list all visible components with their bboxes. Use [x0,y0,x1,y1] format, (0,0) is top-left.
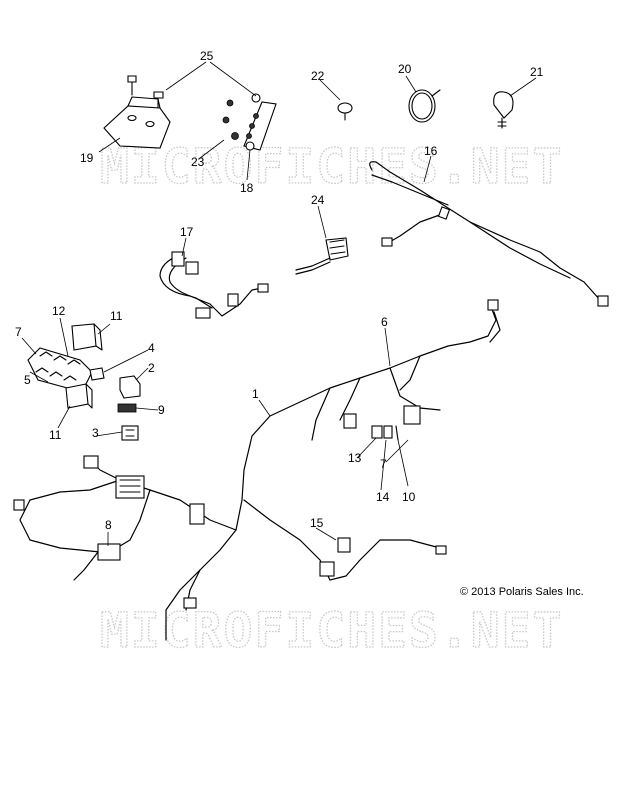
callout-19: 19 [80,151,94,165]
leader-lines [21,61,537,546]
callout-21: 21 [530,65,544,79]
callout-11-bottom: 11 [49,428,62,442]
part-19-bracket [103,96,171,149]
part-24-connector [295,237,349,275]
part-25-bolts [127,75,261,109]
callout-24: 24 [311,193,325,207]
callout-8: 8 [105,518,112,532]
callout-2: 2 [148,361,155,375]
callout-7-right: 7 [380,457,387,471]
part-3-fuse-holder [121,425,139,441]
callout-12: 12 [52,304,66,318]
callout-13: 13 [348,451,362,465]
part-9-fuses [117,403,137,413]
copyright-text: © 2013 Polaris Sales Inc. [460,586,584,598]
part-15-harness [337,537,351,553]
callout-labels: 1 2 3 4 5 6 7 7 8 9 10 11 11 12 13 14 15… [15,49,544,532]
part-13-connector [371,425,383,439]
callout-10: 10 [402,490,416,504]
callout-20: 20 [398,62,412,76]
part-8-connector [73,543,121,581]
part-20-cable-tie [408,89,441,123]
callout-23: 23 [191,155,205,169]
callout-16: 16 [424,144,438,158]
callout-5: 5 [24,373,31,387]
part-16-harness [369,161,609,307]
callout-4: 4 [148,341,155,355]
callout-18: 18 [240,181,254,195]
part-11-relay-bottom [65,383,93,409]
part-2-cover [119,375,141,399]
part-22-clip [337,102,353,121]
callout-6: 6 [381,315,388,329]
callout-11-top: 11 [110,309,123,323]
callout-15: 15 [310,516,324,530]
watermark-top: MICROFICHES.NET [100,139,563,195]
part-21-grommet [493,91,514,129]
part-14-fuse [383,425,393,439]
watermark-bottom: MICROFICHES.NET [100,603,563,659]
callout-9: 9 [158,403,165,417]
part-11-relay-top [71,323,103,351]
callout-3: 3 [92,426,99,440]
callout-17: 17 [180,225,194,239]
callout-7-left: 7 [15,325,22,339]
part-1-main-harness [13,299,501,641]
part-18-terminal-strip [243,101,277,151]
callout-25: 25 [200,49,214,63]
part-23-nuts [222,99,239,140]
callout-22: 22 [311,69,325,83]
part-10-pin [395,425,399,441]
part-17-harness [159,251,269,319]
callout-14: 14 [376,490,390,504]
part-4-cover [89,367,105,381]
callout-1: 1 [252,387,259,401]
